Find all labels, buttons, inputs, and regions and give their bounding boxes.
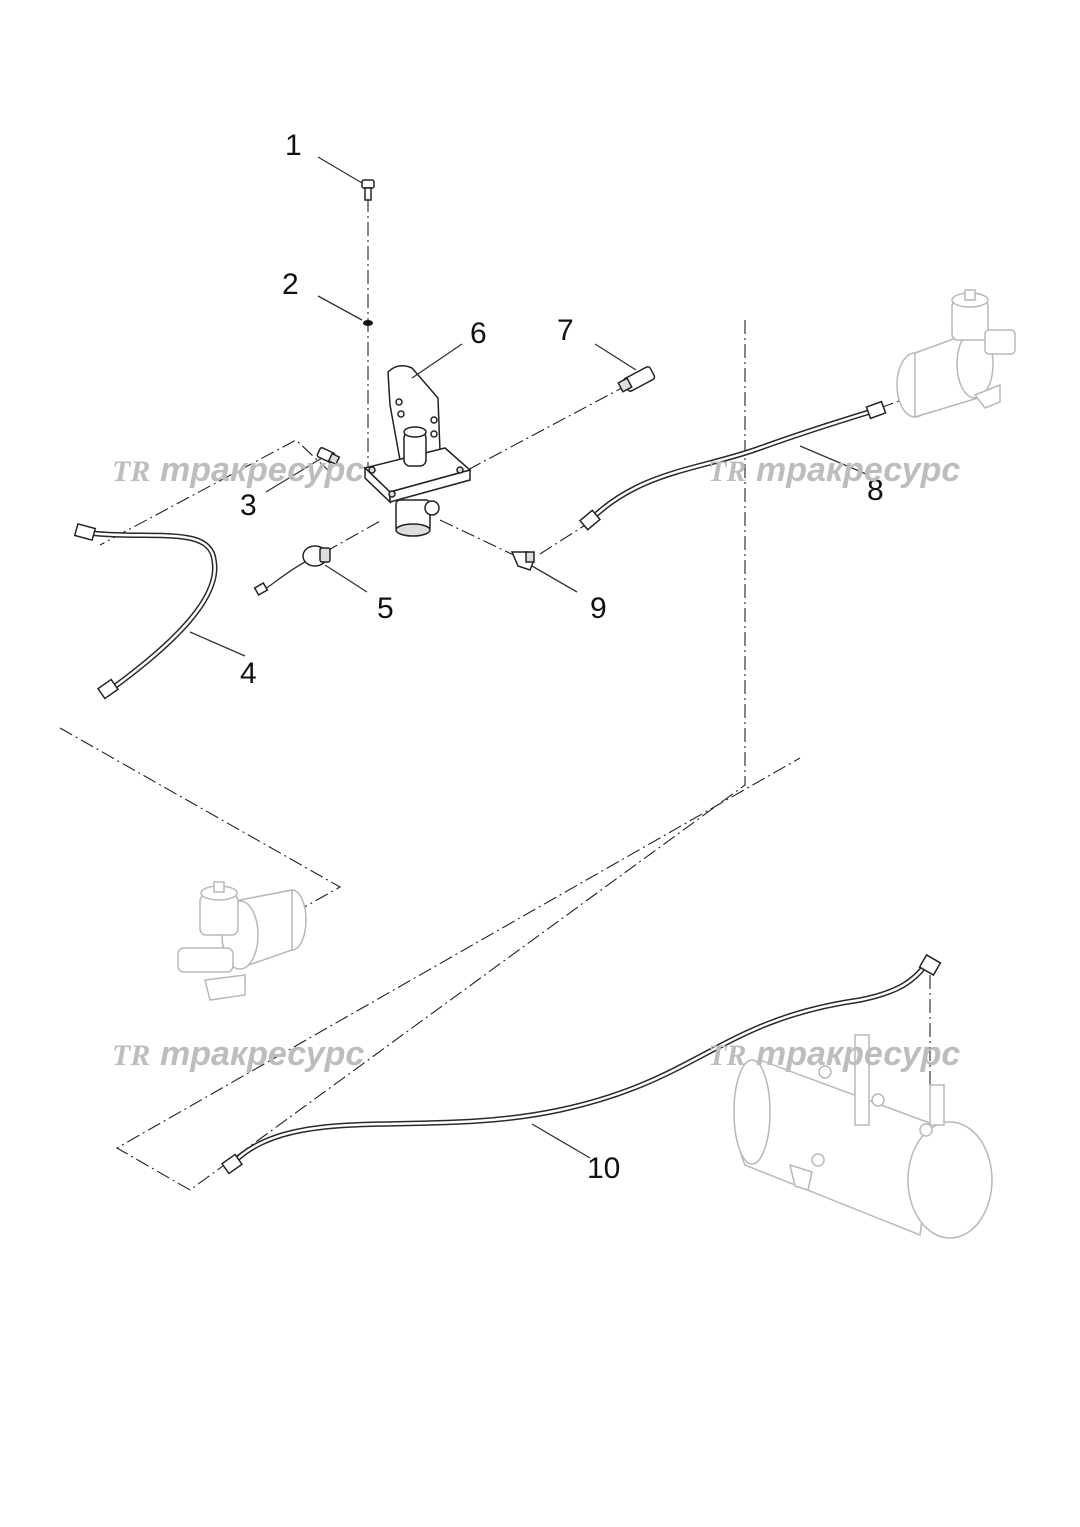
route-pipe-4: [99, 439, 331, 546]
callout-8: 8: [867, 474, 884, 507]
watermark-text: тракресурс: [756, 451, 960, 489]
elbow-9: [510, 551, 535, 571]
callout-6: 6: [470, 317, 487, 350]
washer-2: [363, 320, 373, 326]
watermark-text: тракресурс: [160, 1035, 364, 1073]
hose-10: [220, 953, 942, 1175]
route-tank-left: [59, 727, 342, 919]
watermark-logo: TR: [708, 1039, 746, 1072]
bolt-1: [361, 179, 375, 201]
watermark-text: тракресурс: [756, 1035, 960, 1073]
callout-4: 4: [240, 657, 257, 690]
route-fitting-9: [439, 519, 521, 559]
route-5: [324, 519, 383, 553]
route-fitting-7: [429, 372, 651, 491]
callout-9: 9: [590, 592, 607, 625]
fitting-3: [316, 446, 341, 466]
watermark-logo: TR: [708, 455, 746, 488]
watermark-logo: TR: [112, 455, 150, 488]
callout-5: 5: [377, 592, 394, 625]
ghost-brake-chamber-left: [177, 881, 307, 1001]
callout-10: 10: [587, 1152, 620, 1185]
ghost-brake-chamber-right: [896, 289, 1016, 419]
sensor-5: [253, 545, 331, 596]
watermark-text: тракресурс: [160, 451, 364, 489]
watermark-bottom-left: TR тракресурс: [112, 1035, 364, 1073]
callouts: 1 2 3 4 5 6 7 8 9 10: [240, 129, 884, 1185]
watermark-top-left: TR тракресурс: [112, 451, 364, 489]
hose-8: [578, 400, 887, 531]
hose-4: [73, 522, 218, 700]
fitting-7: [617, 366, 656, 393]
watermark-top-right: TR тракресурс: [708, 451, 960, 489]
watermark-logo: TR: [112, 1039, 150, 1072]
leader-lines: [189, 156, 867, 1159]
callout-1: 1: [285, 129, 302, 162]
callout-3: 3: [240, 489, 257, 522]
callout-7: 7: [557, 314, 574, 347]
route-big-loop: [115, 320, 801, 1191]
callout-2: 2: [282, 268, 299, 301]
ghost-air-tank: [733, 1034, 993, 1239]
route-9-to-8: [539, 521, 591, 555]
watermark-bottom-right: TR тракресурс: [708, 1035, 960, 1073]
brake-valve-6: [363, 365, 472, 537]
